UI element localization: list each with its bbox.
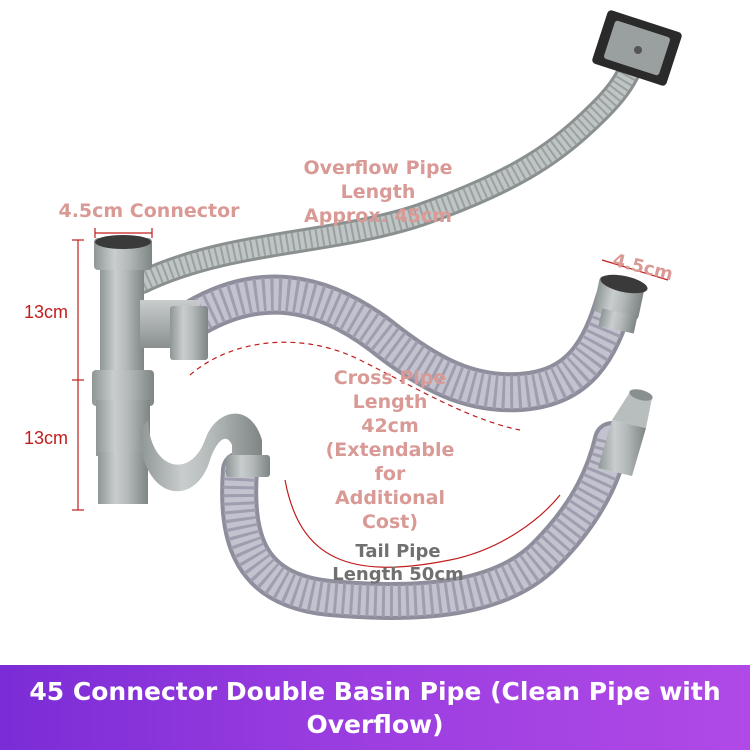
upper-height-label: 13cm xyxy=(24,302,69,322)
overflow-pipe-label-line: Length xyxy=(340,181,416,203)
overflow-pipe-label-line: Overflow Pipe xyxy=(303,157,453,179)
tail-pipe-length-arc xyxy=(284,479,561,568)
tail-pipe-label-line: Length 50cm xyxy=(332,564,464,585)
title-banner: 45 Connector Double Basin Pipe (Clean Pi… xyxy=(0,665,750,750)
sink-drain-pipe-illustration xyxy=(72,10,682,620)
tail-pipe-label-line: Tail Pipe xyxy=(355,541,441,562)
right-connector xyxy=(593,274,648,334)
product-title: 45 Connector Double Basin Pipe (Clean Pi… xyxy=(29,676,721,739)
tail-end-cap xyxy=(598,389,653,476)
cross-pipe-label: Cross Pipe Length 42cm (Extendable for A… xyxy=(310,366,470,534)
bottle-trap xyxy=(92,235,270,504)
right-connector-width-line xyxy=(601,259,669,281)
cross-pipe-label-line: 42cm xyxy=(361,415,419,437)
measure-markers xyxy=(72,228,669,568)
lower-height-label: 13cm xyxy=(24,428,69,448)
cross-pipe-label-line: Length xyxy=(352,391,428,413)
tail-pipe xyxy=(220,421,631,620)
cross-pipe-length-arc xyxy=(189,341,521,431)
cross-pipe-label-line: for xyxy=(374,463,406,485)
overflow-pipe xyxy=(130,53,644,294)
connector-size-label: 4.5cm Connector xyxy=(58,200,240,222)
cross-pipe-label-line: Cross Pipe xyxy=(333,367,447,389)
cross-pipe-label-line: Additional xyxy=(335,487,445,509)
tail-pipe-label: Tail Pipe Length 50cm xyxy=(318,540,478,586)
cross-pipe-label-line: Cost) xyxy=(361,511,419,533)
overflow-pipe-label: Overflow Pipe Length Approx. 45cm xyxy=(288,156,468,228)
cross-pipe-label-line: (Extendable xyxy=(325,439,455,461)
overflow-head xyxy=(592,10,682,86)
cross-pipe xyxy=(175,274,635,413)
overflow-pipe-label-line: Approx. 45cm xyxy=(304,205,452,227)
